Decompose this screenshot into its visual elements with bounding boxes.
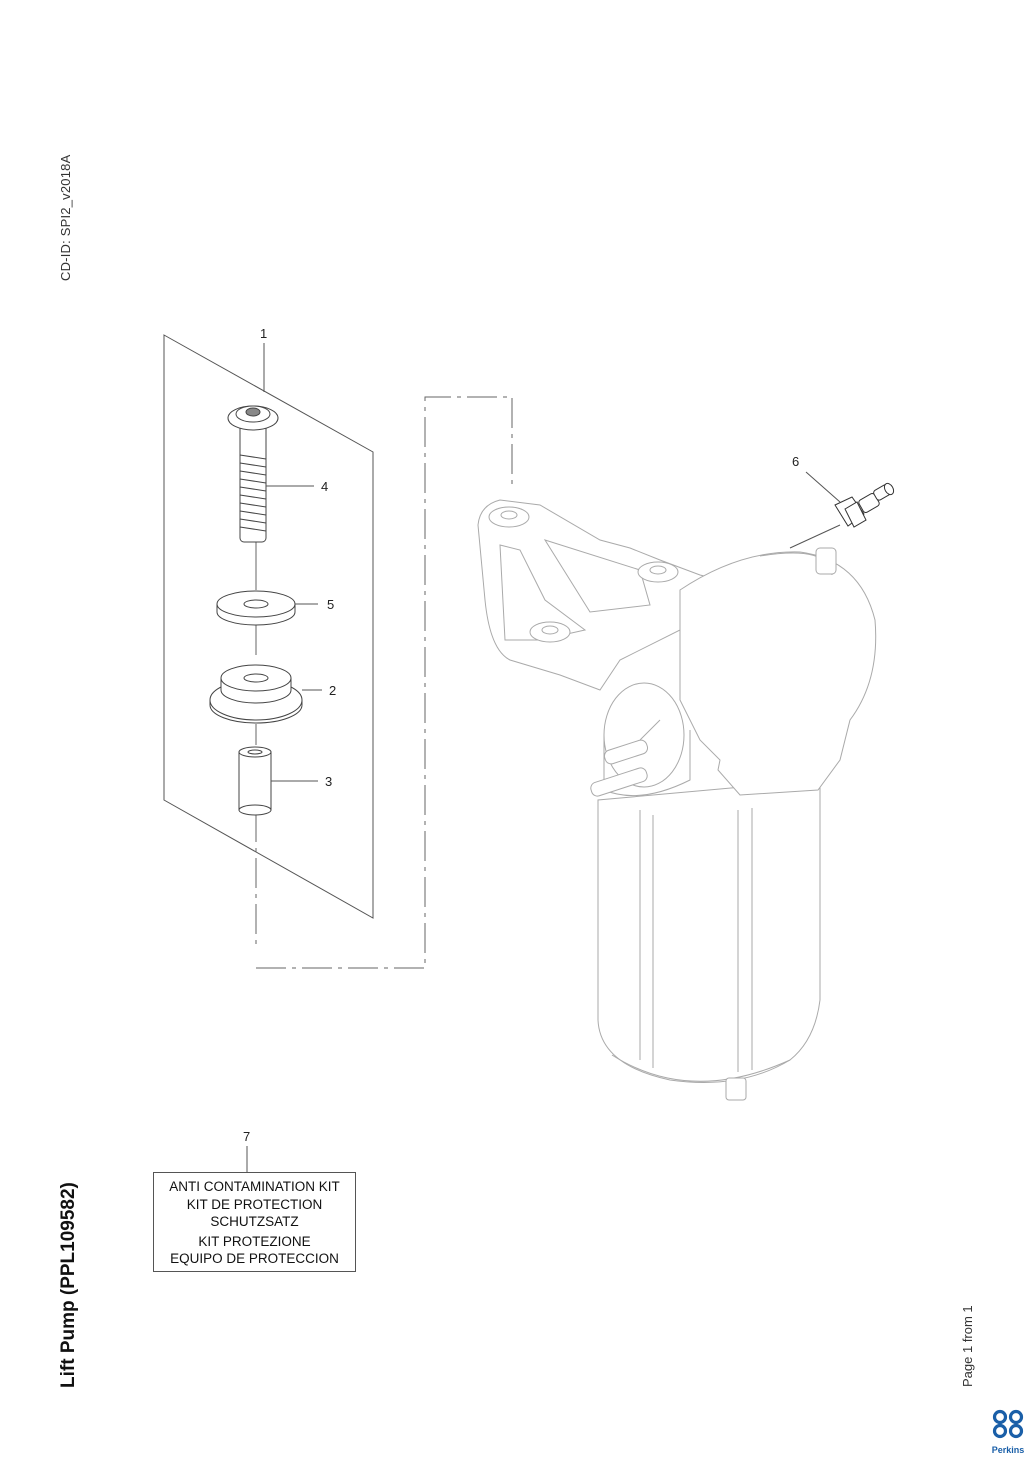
callout-2: 2 [329,683,336,698]
filter-bowl [597,779,821,1083]
sensor-fitting-part [834,482,895,528]
kit-label-de: SCHUTZSATZ [210,1214,299,1229]
callout-1: 1 [260,326,267,341]
leader-lines [246,343,841,1172]
washer-part [216,590,296,626]
callout-5: 5 [327,597,334,612]
callout-6: 6 [792,454,799,469]
brand-name: Perkins [991,1445,1025,1455]
anti-contamination-kit-label: ANTI CONTAMINATION KIT KIT DE PROTECTION… [153,1172,356,1272]
kit-label-es: EQUIPO DE PROTECCION [170,1251,339,1266]
callout-7: 7 [243,1129,250,1144]
pump-head [679,551,877,796]
callout-4: 4 [321,479,328,494]
callout-3: 3 [325,774,332,789]
spacer-sleeve-part [238,746,272,816]
kit-label-it: KIT PROTEZIONE [198,1233,311,1249]
lift-pump-assembly [477,499,877,1101]
kit-plane [163,334,374,919]
rubber-mount-part [209,664,303,724]
kit-label-fr: KIT DE PROTECTION [186,1196,323,1212]
assembly-path-line [256,396,513,969]
bolt-part [227,405,279,543]
perkins-logo: Perkins [986,1409,1030,1455]
perkins-emblem-icon [992,1409,1024,1439]
kit-label-en: ANTI CONTAMINATION KIT [169,1179,340,1194]
